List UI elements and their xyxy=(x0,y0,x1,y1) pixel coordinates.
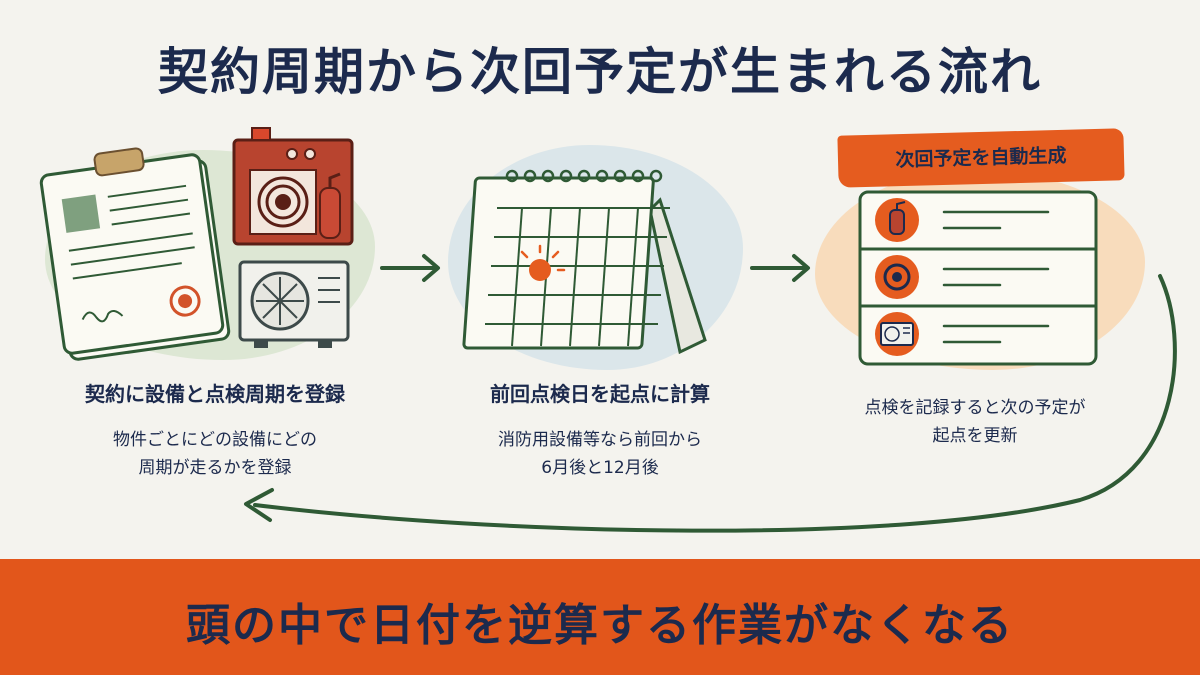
illustration-layer xyxy=(39,127,1177,533)
fire-hose-cabinet-icon xyxy=(232,127,354,246)
step2-desc-line1: 消防用設備等なら前回から xyxy=(498,430,702,450)
step2-desc-line2: 6月後と12月後 xyxy=(541,458,659,478)
fire-hose-icon xyxy=(875,255,919,299)
contract-document-icon xyxy=(39,147,231,361)
air-conditioner-unit-icon xyxy=(238,260,350,348)
calendar-icon xyxy=(462,169,707,355)
fire-extinguisher-icon xyxy=(875,198,919,242)
step3-desc-line2: 起点を更新 xyxy=(932,426,1018,446)
page-title: 契約周期から次回予定が生まれる流れ xyxy=(158,43,1042,101)
bottom-banner: 頭の中で日付を逆算する作業がなくなる xyxy=(0,559,1200,675)
schedule-list-card xyxy=(858,190,1098,366)
arrow-right-icon xyxy=(750,254,810,282)
step3-desc-line1: 点検を記録すると次の予定が xyxy=(864,398,1086,418)
loop-back-arrow-icon xyxy=(244,274,1177,533)
air-conditioner-icon xyxy=(875,312,919,356)
arrow-right-icon xyxy=(380,254,440,282)
auto-generate-tag: 次回予定を自動生成 xyxy=(837,128,1125,188)
step1-title: 契約に設備と点検周期を登録 xyxy=(85,382,345,406)
banner-text: 頭の中で日付を逆算する作業がなくなる xyxy=(186,600,1014,651)
step1-desc-line1: 物件ごとにどの設備にどの xyxy=(113,430,317,450)
step2-title: 前回点検日を起点に計算 xyxy=(490,382,710,406)
step1-desc-line2: 周期が走るかを登録 xyxy=(138,458,292,478)
